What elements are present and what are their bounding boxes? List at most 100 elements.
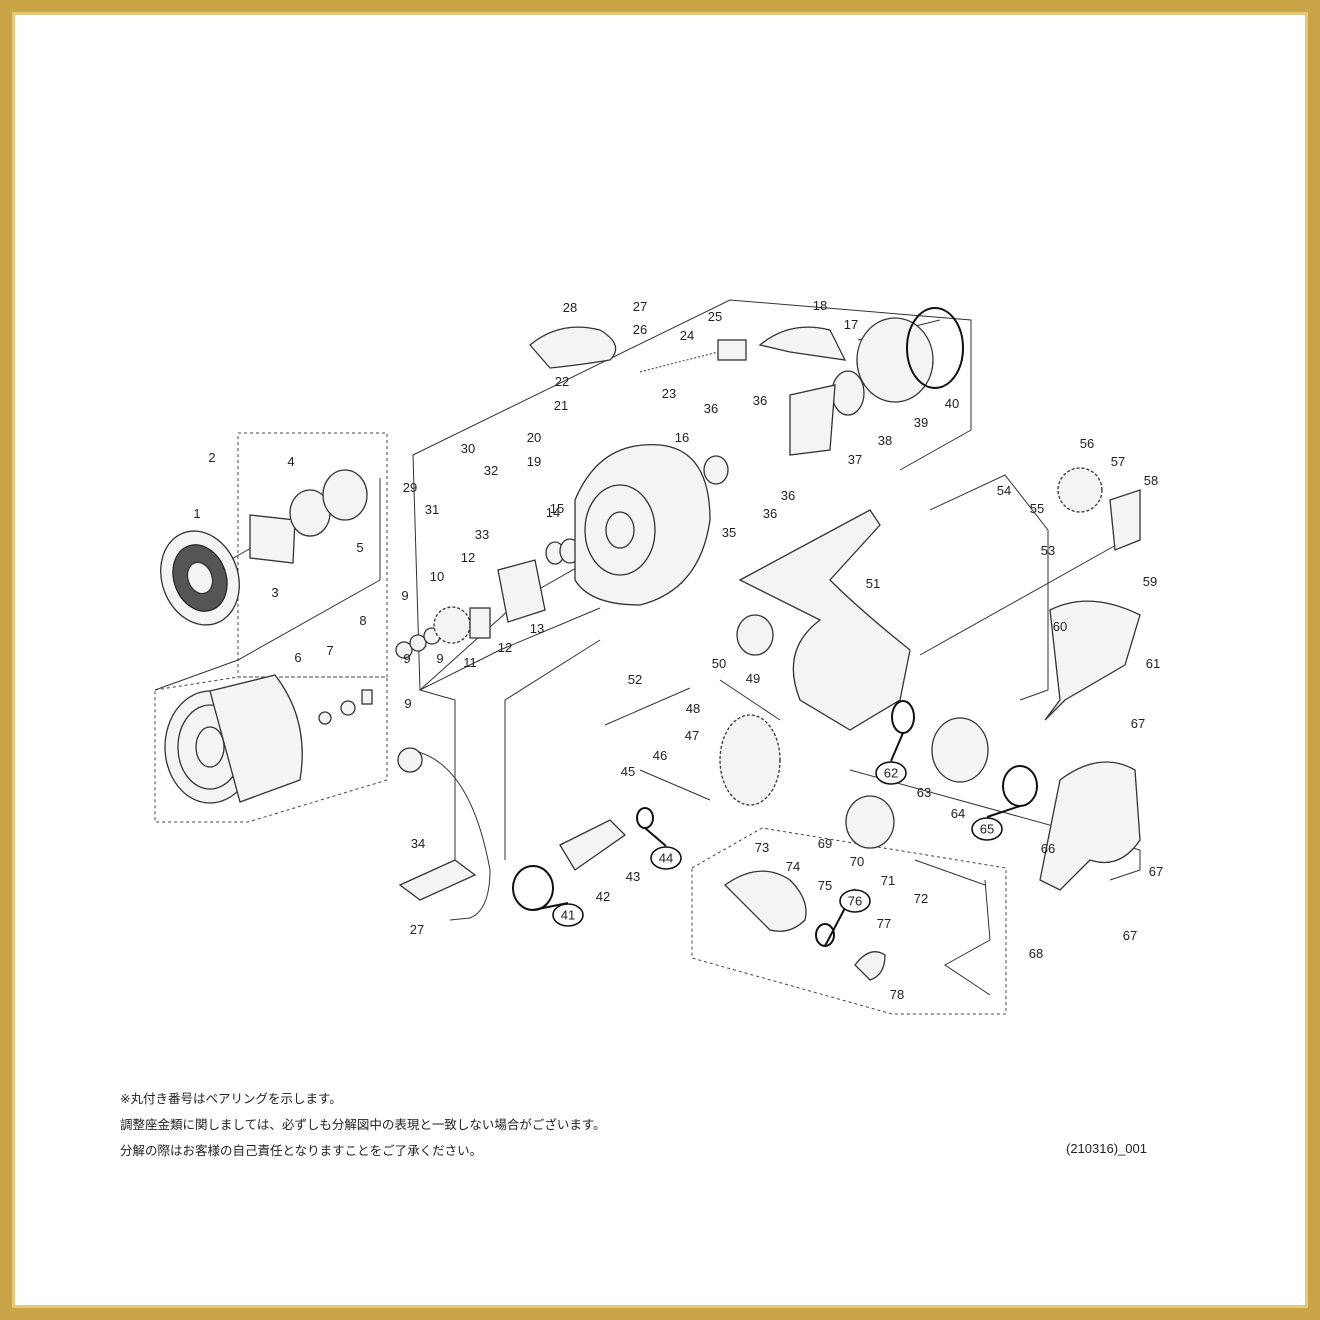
part-spool [164,674,303,804]
part-label: 9 [401,588,408,603]
part-roller-pad [397,747,423,773]
part-label: 21 [554,398,568,413]
part-35 [703,455,729,485]
part-39 [856,317,934,403]
part-label: 40 [945,396,959,411]
part-label: 15 [550,501,564,516]
part-6 [318,711,332,725]
part-label: 42 [596,889,610,904]
part-label: 33 [475,527,489,542]
note-washers: 調整座金類に関しましては、必ずしも分解図中の表現と一致しない場合がございます。 [120,1117,606,1132]
part-label: 69 [818,836,832,851]
group-68-outline [691,827,1007,1015]
part-label: 27 [410,922,424,937]
part-label: 49 [746,671,760,686]
part-label: 75 [818,878,832,893]
part-label: 71 [881,873,895,888]
part-8-screw [361,689,373,705]
part-label: 46 [653,748,667,763]
part-label: 5 [356,540,363,555]
bearing-leader-line [644,827,667,847]
part-9b [409,634,427,652]
part-label: 9 [436,651,443,666]
part-label: 18 [813,298,827,313]
part-label: 67 [1149,864,1163,879]
part-66 [1039,761,1141,891]
part-square-plate [249,514,296,564]
part-label: 48 [686,701,700,716]
bearing-label-circle [971,817,1003,841]
part-label: 9 [404,696,411,711]
part-9a [395,641,413,659]
bearing-label-circle [839,889,871,913]
note-disassembly: 分解の際はお客様の自己責任となりますことをご了承ください。 [120,1143,483,1158]
part-label: 3 [271,585,278,600]
diagram-code: (210316)_001 [1066,1141,1147,1156]
bearing-part [512,865,554,911]
part-label: 7 [326,643,333,658]
bearing-label: 44 [659,851,673,866]
part-label: 55 [1030,501,1044,516]
part-34 [398,859,477,901]
part-label: 73 [755,840,769,855]
part-label: 24 [680,328,694,343]
part-60-cover [1044,600,1141,721]
part-label: 34 [411,836,425,851]
part-label: 53 [1041,543,1055,558]
part-25 [717,339,747,361]
part-label: 58 [1144,473,1158,488]
part-label: 54 [997,483,1011,498]
bearing-label-circle [650,846,682,870]
part-label: 2 [208,450,215,465]
part-37 [789,384,836,456]
part-70 [845,795,895,849]
part-72-shaft [914,859,986,886]
part-label: 10 [430,569,444,584]
part-label: 39 [914,415,928,430]
part-label: 22 [555,374,569,389]
bearing-label: 62 [884,766,898,781]
part-40-ring [906,307,964,389]
bearing-label: 65 [980,822,994,837]
part-label: 23 [662,386,676,401]
part-50 [736,614,774,656]
part-label: 11 [463,655,477,670]
part-label: 61 [1146,656,1160,671]
part-label: 38 [878,433,892,448]
part-label: 16 [675,430,689,445]
part-bail-arm [529,326,617,369]
part-label: 37 [848,452,862,467]
bearing-leader-line [986,805,1021,818]
part-label: 63 [917,785,931,800]
part-label: 4 [287,454,294,469]
part-gear-48 [719,714,781,806]
part-label: 77 [877,916,891,931]
gold-frame-inner [12,12,1308,1308]
bearing-label-circle [875,761,907,785]
bearing-leader-line [890,732,904,762]
bearing-label: 76 [848,894,862,909]
part-label: 36 [704,401,718,416]
part-gear-56 [1057,467,1103,513]
part-52-pin [604,687,691,726]
part-label: 31 [425,502,439,517]
part-label: 56 [1080,436,1094,451]
part-label: 59 [1143,574,1157,589]
part-gear-63 [931,717,989,783]
part-label: 52 [628,672,642,687]
part-label: 45 [621,764,635,779]
part-washer-5 [322,469,368,521]
part-74-knob [723,870,807,932]
part-label: 50 [712,656,726,671]
part-label: 26 [633,322,647,337]
bearing-part [891,700,915,734]
part-17 [758,326,847,361]
part-58 [1109,489,1141,551]
part-rotor [574,443,711,606]
part-7 [340,700,356,716]
part-label: 64 [951,806,965,821]
part-body [738,509,911,731]
part-label: 43 [626,869,640,884]
